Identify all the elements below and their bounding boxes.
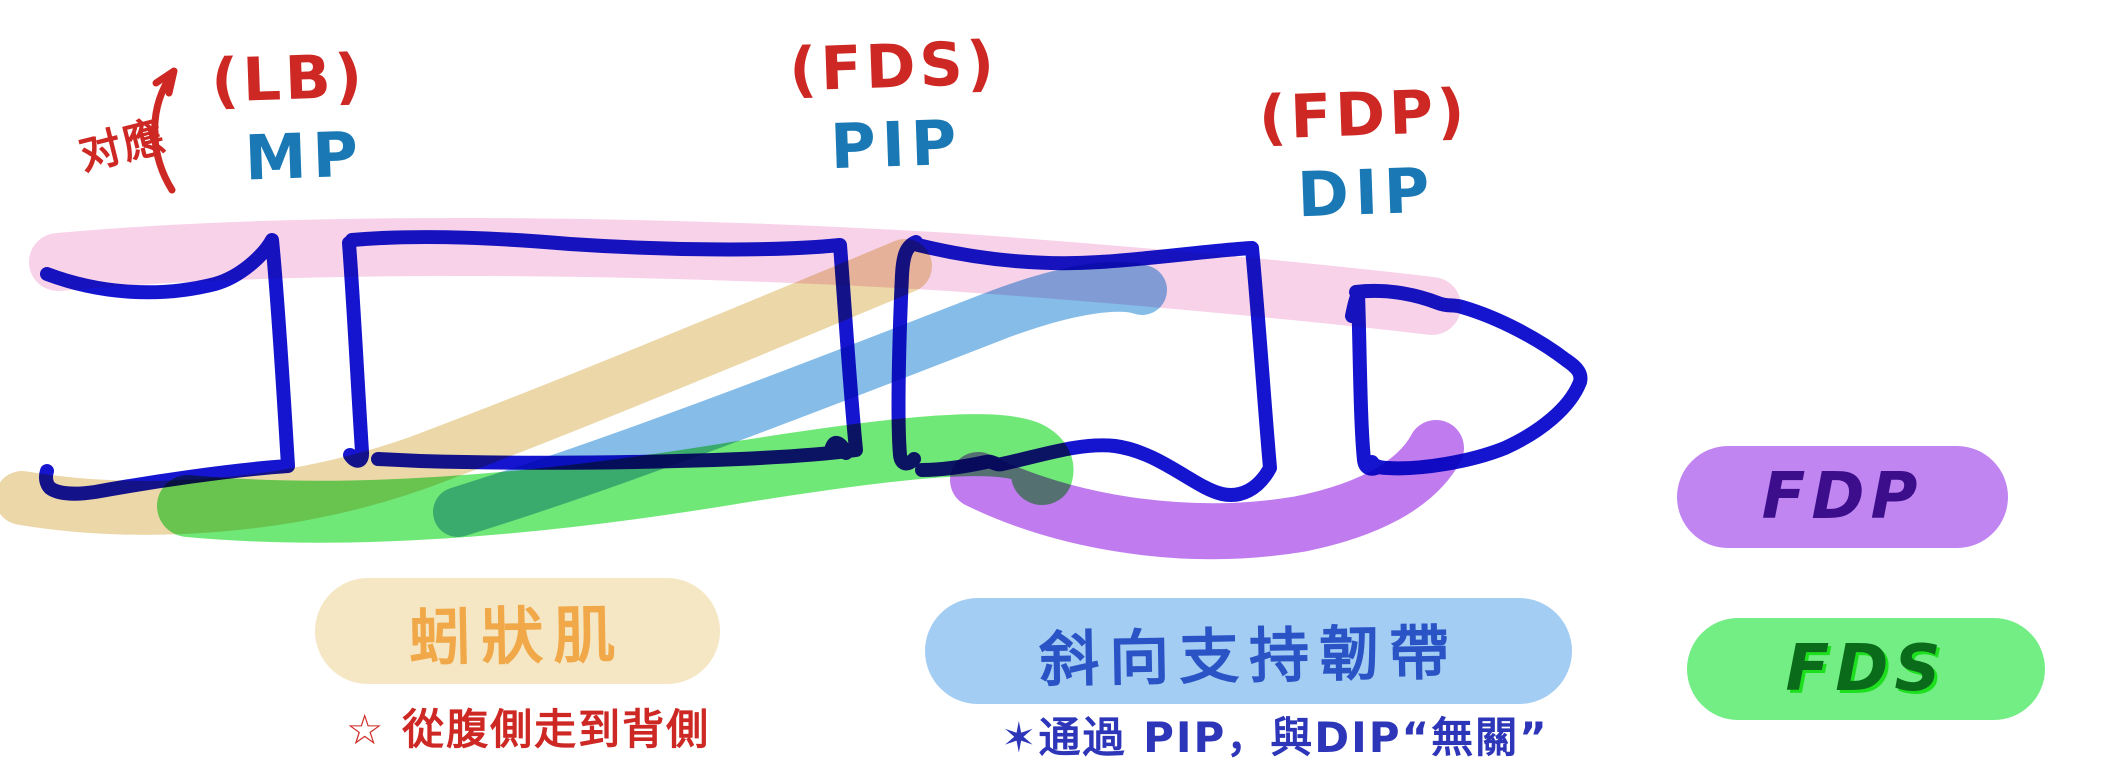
dip-joint-label: DIP bbox=[1296, 153, 1437, 232]
lumbrical-callout-pill: 蚓狀肌 bbox=[315, 578, 720, 684]
mp-tendon-label: (LB) bbox=[210, 41, 368, 117]
oblique-ligament-note: ✶通過 PIP，與DIP“無關” bbox=[1001, 713, 1549, 762]
legend-fdp-pill: FDP bbox=[1677, 446, 2008, 548]
correspondence-arrow bbox=[151, 67, 178, 194]
pip-tendon-label: (FDS) bbox=[788, 28, 1000, 106]
dip-joint-label-group: (FDP) DIP bbox=[1247, 72, 1482, 236]
legend-fds-pill: FDS bbox=[1687, 618, 2045, 720]
fds-stripe bbox=[157, 414, 1074, 543]
arrow-head bbox=[152, 67, 178, 97]
lumbrical-stripe bbox=[0, 239, 932, 535]
pip-joint-label-group: (FDS) PIP bbox=[777, 24, 1012, 188]
highlighter-stripes bbox=[0, 217, 1464, 560]
lumbrical-title: 蚓狀肌 bbox=[408, 598, 627, 675]
oblique-ligament-callout-pill: 斜向支持韌帶 bbox=[925, 598, 1572, 704]
mp-joint-label-group: (LB) MP bbox=[172, 36, 407, 200]
arrow-shaft bbox=[151, 70, 176, 194]
legend-fdp-label: FDP bbox=[1761, 460, 1924, 534]
oblique-ligament-title: 斜向支持韌帶 bbox=[1038, 617, 1460, 696]
fdp-stripe bbox=[950, 420, 1464, 560]
mp-joint-label: MP bbox=[243, 117, 366, 195]
pip-joint-label: PIP bbox=[829, 105, 964, 184]
legend-fds-label: FDS bbox=[1785, 632, 1947, 706]
dip-tendon-label: (FDP) bbox=[1257, 76, 1470, 154]
lumbrical-note: ☆ 從腹側走到背側 bbox=[345, 705, 711, 754]
